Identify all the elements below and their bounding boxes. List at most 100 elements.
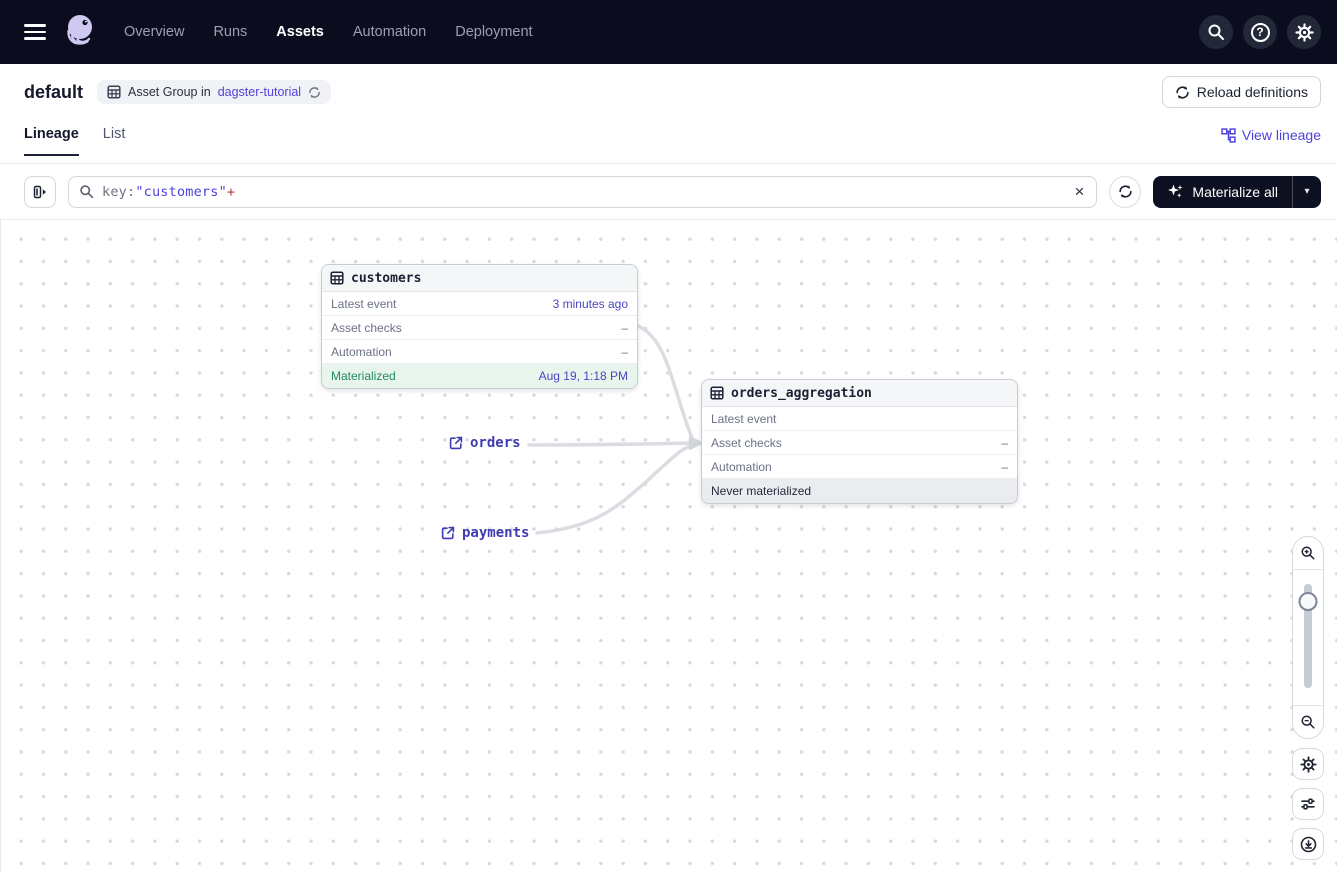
lineage-graph-canvas[interactable]: customers Latest event 3 minutes ago Ass… bbox=[0, 220, 1337, 873]
external-asset-payments[interactable]: payments bbox=[441, 525, 529, 541]
refresh-icon[interactable] bbox=[308, 86, 321, 99]
node-row-latest-event: Latest event 3 minutes ago bbox=[322, 292, 637, 316]
zoom-controls bbox=[1292, 536, 1324, 739]
search-button[interactable] bbox=[1199, 15, 1233, 49]
asset-name: orders_aggregation bbox=[731, 385, 872, 401]
search-icon bbox=[1207, 23, 1225, 41]
zoom-in-icon bbox=[1300, 545, 1316, 561]
row-label: Automation bbox=[331, 344, 392, 359]
zoom-in-button[interactable] bbox=[1293, 537, 1323, 569]
node-row-automation: Automation – bbox=[322, 340, 637, 364]
nav-item-assets[interactable]: Assets bbox=[276, 24, 324, 40]
zoom-slider-knob[interactable] bbox=[1298, 592, 1318, 611]
top-navbar: Overview Runs Assets Automation Deployme… bbox=[0, 0, 1337, 64]
badge-label: Asset Group in bbox=[128, 85, 211, 99]
materialize-all-split-button: Materialize all ▾ bbox=[1153, 175, 1321, 208]
materialize-dropdown-button[interactable]: ▾ bbox=[1292, 175, 1321, 208]
row-value[interactable]: 3 minutes ago bbox=[552, 296, 628, 311]
nav-item-deployment[interactable]: Deployment bbox=[455, 24, 533, 40]
chevron-down-icon: ▾ bbox=[1304, 186, 1310, 197]
tab-list[interactable]: List bbox=[102, 126, 126, 142]
settings-button[interactable] bbox=[1287, 15, 1321, 49]
materialize-all-button[interactable]: Materialize all bbox=[1153, 176, 1292, 208]
panel-expand-icon bbox=[32, 184, 48, 200]
external-asset-orders[interactable]: orders bbox=[449, 435, 521, 451]
node-row-latest-event: Latest event bbox=[702, 407, 1017, 431]
status-timestamp[interactable]: Aug 19, 1:18 PM bbox=[538, 369, 628, 383]
row-label: Latest event bbox=[331, 296, 397, 311]
row-label: Automation bbox=[711, 459, 772, 474]
dagster-logo-icon[interactable] bbox=[62, 12, 100, 52]
node-row-asset-checks: Asset checks – bbox=[702, 431, 1017, 455]
graph-filters-button[interactable] bbox=[1292, 788, 1324, 820]
view-lineage-link[interactable]: View lineage bbox=[1221, 120, 1321, 143]
asset-node-header: orders_aggregation bbox=[702, 380, 1017, 407]
refresh-icon bbox=[1118, 184, 1133, 199]
row-label: Latest event bbox=[711, 411, 777, 426]
gear-icon bbox=[1294, 22, 1314, 42]
zoom-slider[interactable] bbox=[1293, 569, 1323, 706]
row-value: – bbox=[1001, 459, 1008, 474]
zoom-out-button[interactable] bbox=[1293, 706, 1323, 738]
search-query-text: key:"customers"+ bbox=[102, 184, 1064, 200]
row-value: – bbox=[1001, 435, 1008, 450]
row-value: – bbox=[621, 344, 628, 359]
lineage-toolbar: key:"customers"+ × Materialize all ▾ bbox=[0, 164, 1337, 220]
view-tabs: Lineage List View lineage bbox=[0, 120, 1337, 164]
graph-settings-button[interactable] bbox=[1292, 748, 1324, 780]
lineage-edges bbox=[527, 324, 704, 535]
node-row-automation: Automation – bbox=[702, 455, 1017, 479]
menu-icon[interactable] bbox=[24, 24, 46, 40]
nav-item-overview[interactable]: Overview bbox=[124, 24, 185, 40]
download-image-button[interactable] bbox=[1292, 828, 1324, 860]
external-link-icon bbox=[449, 436, 463, 450]
sliders-icon bbox=[1300, 796, 1316, 812]
reload-icon bbox=[1175, 85, 1190, 100]
query-operator: + bbox=[226, 183, 236, 200]
asset-search-input[interactable]: key:"customers"+ × bbox=[68, 175, 1098, 208]
zoom-slider-track[interactable] bbox=[1304, 584, 1312, 688]
clear-search-icon[interactable]: × bbox=[1074, 182, 1085, 201]
reload-definitions-button[interactable]: Reload definitions bbox=[1161, 76, 1321, 108]
row-label: Asset checks bbox=[711, 435, 782, 450]
node-status-materialized: Materialized Aug 19, 1:18 PM bbox=[322, 364, 637, 388]
row-label: Asset checks bbox=[331, 320, 402, 335]
asset-node-header: customers bbox=[322, 265, 637, 292]
table-icon bbox=[107, 85, 121, 99]
nav-item-runs[interactable]: Runs bbox=[213, 24, 248, 40]
external-asset-label: orders bbox=[470, 435, 521, 451]
nav-item-automation[interactable]: Automation bbox=[352, 24, 427, 40]
reload-definitions-label: Reload definitions bbox=[1196, 84, 1308, 100]
status-label: Materialized bbox=[331, 369, 396, 383]
asset-node-orders-aggregation[interactable]: orders_aggregation Latest event Asset ch… bbox=[701, 379, 1018, 504]
zoom-out-icon bbox=[1300, 714, 1316, 730]
node-row-asset-checks: Asset checks – bbox=[322, 316, 637, 340]
asset-name: customers bbox=[351, 270, 422, 286]
query-key: key: bbox=[102, 183, 136, 200]
table-icon bbox=[710, 386, 724, 400]
download-icon bbox=[1300, 836, 1317, 853]
query-value: "customers" bbox=[135, 183, 227, 200]
row-value: – bbox=[621, 320, 628, 335]
asset-node-customers[interactable]: customers Latest event 3 minutes ago Ass… bbox=[321, 264, 638, 389]
asset-group-header: default Asset Group in dagster-tutorial … bbox=[0, 64, 1337, 120]
external-asset-label: payments bbox=[462, 525, 530, 541]
lineage-graph-icon bbox=[1221, 127, 1236, 143]
tab-lineage[interactable]: Lineage bbox=[24, 120, 79, 156]
sparkle-icon bbox=[1167, 183, 1184, 200]
expand-sidebar-button[interactable] bbox=[24, 175, 56, 208]
materialize-all-label: Materialize all bbox=[1192, 183, 1278, 200]
node-status-never-materialized: Never materialized bbox=[702, 479, 1017, 503]
help-icon: ? bbox=[1250, 22, 1270, 42]
gear-icon bbox=[1299, 755, 1317, 773]
help-button[interactable]: ? bbox=[1243, 15, 1277, 49]
status-label: Never materialized bbox=[711, 484, 812, 498]
search-icon bbox=[79, 184, 94, 199]
page-title: default bbox=[24, 81, 84, 102]
primary-nav: Overview Runs Assets Automation Deployme… bbox=[124, 24, 533, 40]
external-link-icon bbox=[441, 526, 455, 540]
table-icon bbox=[330, 271, 344, 285]
code-location-link[interactable]: dagster-tutorial bbox=[217, 85, 302, 99]
refresh-graph-button[interactable] bbox=[1109, 175, 1142, 208]
asset-group-badge: Asset Group in dagster-tutorial bbox=[97, 80, 332, 104]
